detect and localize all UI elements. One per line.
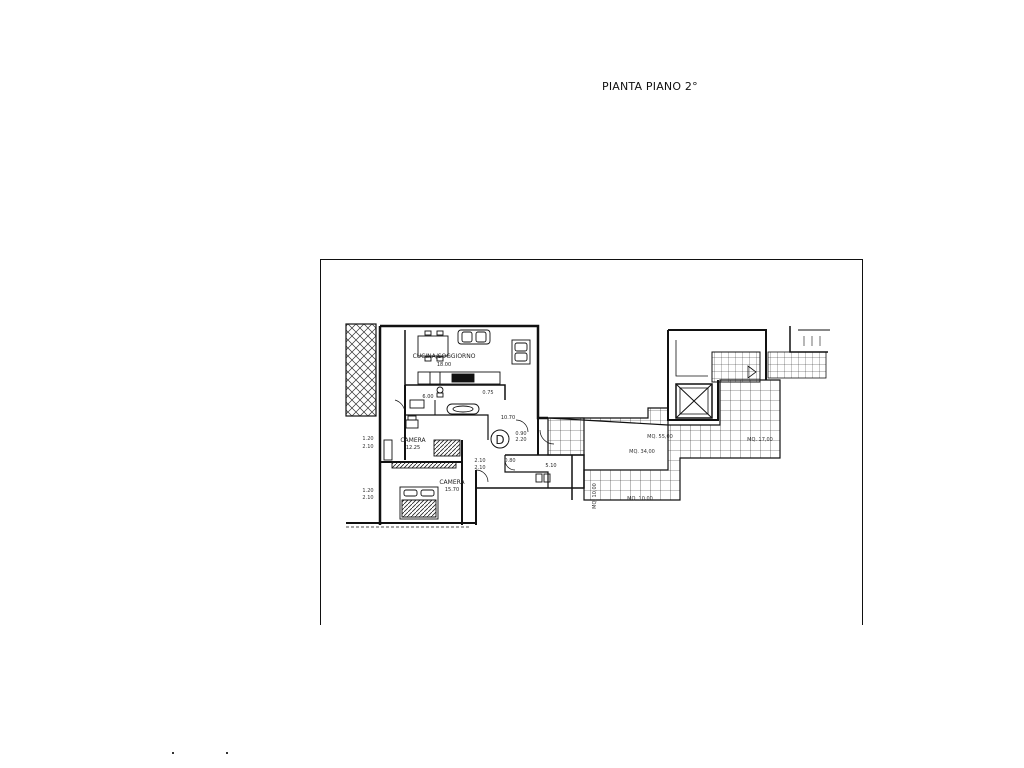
terrace [547,379,781,501]
drawing-title: PIANTA PIANO 2° [602,80,698,93]
plan-frame [320,259,863,625]
bottom-wall [346,522,476,528]
small-dim-3: 0.80 [504,458,515,464]
storage-fixtures [535,473,551,483]
terrace-area-4: MQ. 10,00 [627,496,653,502]
terrace-area-2: MQ. 34,00 [629,449,655,455]
small-dim-4: 2.10 [474,465,485,471]
bedroom2-label: CAMERA [439,479,465,486]
bedroom1-label: CAMERA [400,437,426,444]
stray-mark-1 [172,752,174,754]
d-symbol-text: D [495,433,504,447]
right-stair [767,326,830,379]
bathroom-fixtures [409,386,480,415]
door-height-label: 2.20 [515,437,526,443]
bedroom2-area: 15.70 [445,487,459,493]
small-dim-1: 0.75 [482,390,493,396]
terrace-area-1: MQ. 55,00 [647,434,673,440]
kitchen-area: 18.00 [437,362,451,368]
door-width-label: 0.90 [515,431,526,437]
window2-width-label: 1.20 [362,488,373,494]
window1-width-label: 1.20 [362,436,373,442]
bath-area: 6.00 [422,394,433,400]
window1-height-label: 2.10 [362,444,373,450]
bedroom1-area: 12.25 [406,445,420,451]
balcony [345,323,377,417]
kitchen-furniture [417,329,531,385]
terrace-area-3: MQ. 17,00 [747,437,773,443]
window2-height-label: 2.10 [362,495,373,501]
storage-area: 5.10 [545,463,556,469]
stair-elevator-core [667,329,767,421]
hall-area: 10.70 [501,415,515,421]
bedroom2-furniture [391,461,457,520]
terrace-area-5: MQ. 10,00 [592,483,598,509]
small-dim-2: 2.10 [474,458,485,464]
stray-mark-2 [226,752,228,754]
kitchen-label: CUCINA/SOGGIORNO [413,353,476,360]
apartment-walls [378,324,585,525]
bedroom1-furniture [383,415,461,461]
d-symbol-circle [490,429,510,449]
